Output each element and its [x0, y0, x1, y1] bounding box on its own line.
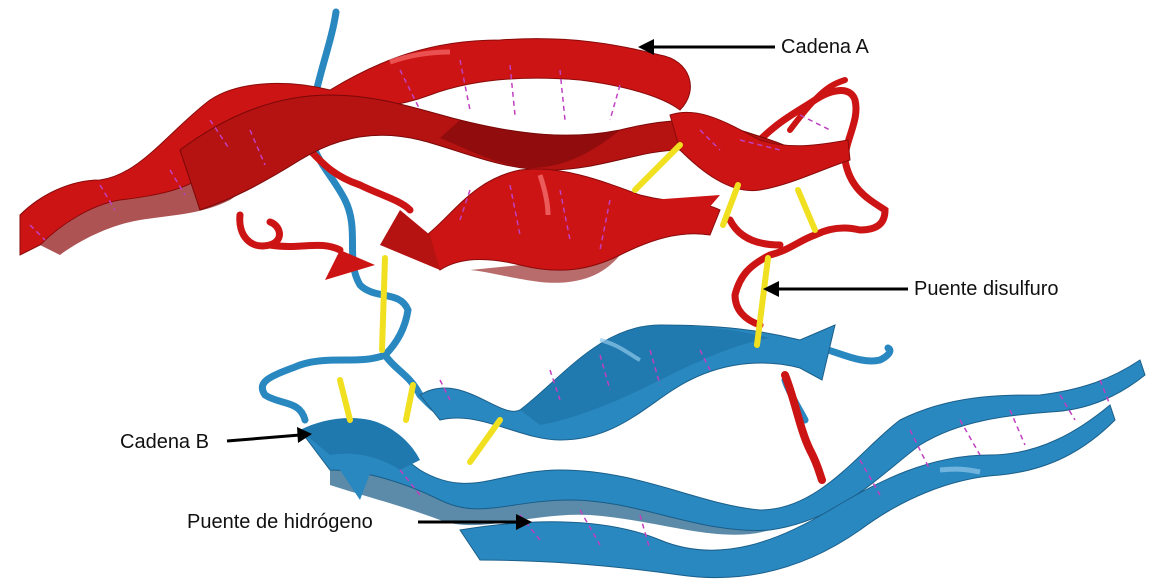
chain-a-strand [670, 112, 850, 190]
chain-b-arrow [227, 435, 300, 441]
disulfide-bridge-label: Puente disulfuro [914, 277, 1059, 301]
chain-a-coil [785, 375, 822, 480]
chain-b-label: Cadena B [120, 430, 209, 454]
chain-b-strand-highlight [940, 469, 980, 472]
hydrogen-bond-label: Puente de hidrógeno [187, 510, 373, 534]
chain-b-coil [262, 355, 385, 420]
chain-a-arrowhead [325, 250, 375, 280]
chain-a-coil [240, 215, 280, 246]
chain-a-label: Cadena A [781, 35, 869, 59]
disulfide-bond [470, 420, 500, 462]
chain-a-arrowhead [380, 210, 440, 270]
disulfide-bond [382, 258, 385, 350]
disulfide-bond [798, 190, 815, 230]
chain-a-coil [730, 220, 780, 245]
hydrogen-bond [800, 115, 830, 130]
chain-a-strand [420, 169, 720, 270]
chain-b-strand-shade [520, 325, 770, 425]
disulfide-bond [340, 380, 350, 420]
hydrogen-bond [610, 85, 620, 120]
disulfide-bond [406, 385, 413, 420]
chain-a-coil [270, 245, 340, 250]
